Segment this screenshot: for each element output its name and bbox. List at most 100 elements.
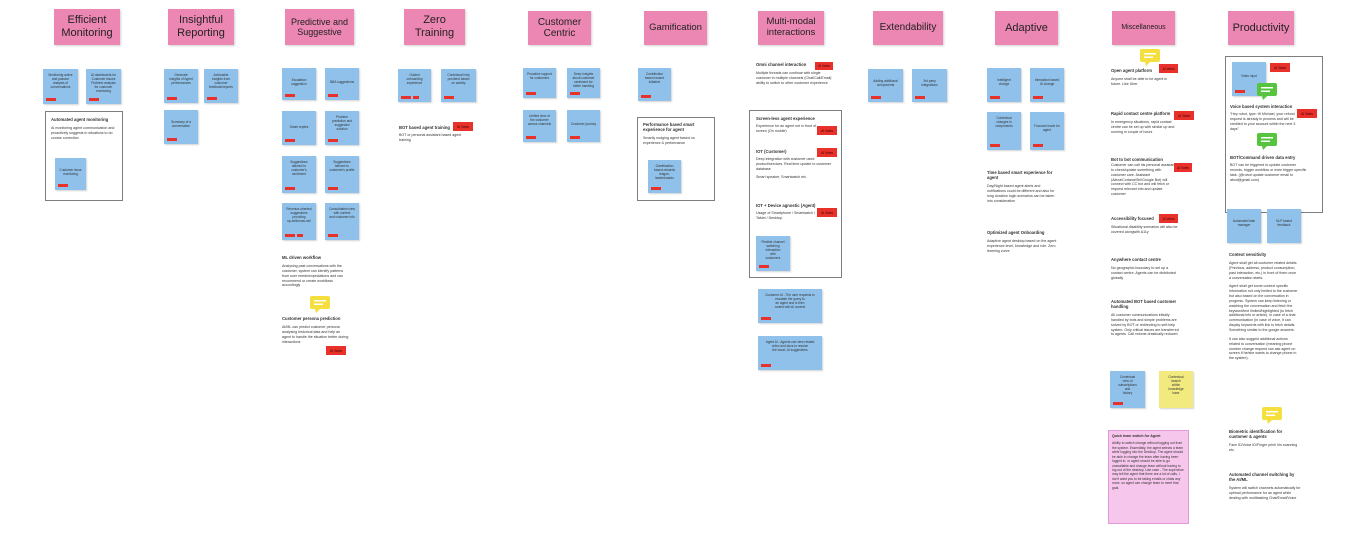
highlighted-note[interactable]: Quick team switch for Agent Ability to s… — [1108, 430, 1189, 524]
vote-badge[interactable]: AI Votes — [817, 208, 837, 217]
sticky-note[interactable]: Deep insights about customer sentiment f… — [567, 68, 600, 98]
idea-frame[interactable]: Screen-less agent experience Experience … — [749, 110, 842, 278]
sticky-note[interactable]: Proactive support for customers — [523, 68, 556, 98]
sticky-note[interactable]: Agent AI - Agents can view related video… — [758, 336, 822, 370]
sticky-note[interactable]: 3rd party integrations — [912, 69, 947, 102]
note-title: Customer persona prediction — [282, 316, 341, 321]
vote-badge[interactable]: AI Votes — [453, 122, 473, 131]
sticky-text: Video input — [1241, 74, 1257, 78]
sticky-note[interactable]: AI dashboards for Customer issues Proble… — [86, 69, 121, 104]
sticky-note[interactable]: Actionable insights from customer feedba… — [204, 69, 238, 103]
note-body: Day/Night based agent alerts and notific… — [987, 184, 1055, 203]
note-title: Omni channel interaction — [756, 62, 807, 67]
sticky-note[interactable]: Generate insights of Agent performances — [164, 69, 198, 103]
sticky-note[interactable]: Contribution based reward initiative — [638, 68, 671, 101]
sticky-note[interactable]: Unified view of the customer across chan… — [523, 110, 556, 142]
idea-frame[interactable]: Performance based smart experience for a… — [637, 117, 715, 201]
sticky-text: Revenue-oriented suggestions providing u… — [286, 207, 312, 223]
sticky-text: Gamification based rewards league, leade… — [654, 164, 675, 180]
header-customer-centric[interactable]: Customer Centric — [528, 11, 591, 45]
sticky-note[interactable]: Adding additional components — [868, 69, 903, 102]
sticky-note[interactable]: Interaction based UI change — [1030, 68, 1064, 102]
sticky-text: Unified view of the customer across chan… — [527, 114, 552, 126]
vote-badge[interactable]: AI Votes — [326, 346, 346, 355]
header-label: Miscellaneous — [1121, 23, 1166, 31]
comment-icon[interactable] — [1139, 48, 1161, 66]
sticky-note[interactable]: Automated task manager — [1227, 209, 1261, 243]
sticky-note[interactable]: Problem prediction and suggested solutio… — [325, 111, 359, 145]
note-text: Automated BOT based customer handling Al… — [1111, 299, 1181, 337]
sticky-note[interactable]: NLP based feedback — [1267, 209, 1301, 243]
vote-badge[interactable]: AI Votes — [817, 126, 837, 135]
sticky-note[interactable]: Contextual search within knowledge base — [1159, 371, 1193, 408]
sticky-note[interactable]: Escalation suggestion — [282, 68, 316, 100]
sticky-note[interactable]: Focused mode for agent — [1030, 112, 1064, 150]
sticky-note[interactable]: Contextual help provided based on activi… — [441, 69, 476, 102]
note-body: AI/ML can predict customer persona analy… — [282, 325, 349, 344]
vote-badge[interactable]: AI Votes — [1174, 163, 1192, 172]
badge-label: AI Votes — [1178, 113, 1190, 118]
header-adaptive[interactable]: Adaptive — [995, 11, 1058, 45]
vote-badge[interactable]: AI Votes — [1159, 214, 1178, 223]
note-body: Ability to switch change without logging… — [1112, 441, 1184, 490]
sticky-note[interactable]: Revenue-oriented suggestions providing u… — [282, 203, 316, 240]
idea-frame[interactable]: Video input AI Votes Voice based system … — [1225, 56, 1323, 213]
sticky-note[interactable]: Smart replies — [282, 111, 316, 145]
sticky-note[interactable]: Suggestions tailored to customer's senti… — [282, 156, 316, 193]
sticky-note[interactable]: Customer AI - The user requests to escal… — [758, 289, 822, 323]
header-multimodal[interactable]: Multi-modal interactions — [758, 11, 824, 45]
sticky-note[interactable]: Guided onboarding experience — [398, 69, 431, 102]
note-body: Customer can call his personal assistant… — [1111, 163, 1176, 197]
sticky-note[interactable]: Contextual changes in components — [987, 112, 1021, 150]
note-title: ML driven workflow — [282, 255, 322, 260]
note-title: BOT/Command driven data entry — [1230, 155, 1296, 160]
header-predictive-suggestive[interactable]: Predictive and Suggestive — [285, 9, 354, 45]
note-text: Optimized agent Onboarding Adaptive agen… — [987, 230, 1057, 254]
note-text: Biometric identification for customer & … — [1229, 429, 1301, 453]
note-title: Bot to bot communication — [1111, 157, 1163, 162]
sticky-text: Proactive support for customers — [527, 72, 552, 80]
note-body: Experience for an agent not in front of … — [756, 124, 817, 133]
comment-icon[interactable] — [1261, 406, 1283, 424]
vote-badge[interactable]: AI Votes — [1270, 63, 1290, 72]
comment-icon[interactable] — [309, 295, 331, 313]
header-insightful-reporting[interactable]: Insightful Reporting — [168, 9, 234, 45]
sticky-note[interactable]: Monitoring active and passive analysis o… — [43, 69, 78, 104]
idea-frame[interactable]: Automated agent monitoring AI monitoring… — [45, 111, 123, 201]
sticky-note[interactable]: Gamification based rewards league, leade… — [648, 160, 681, 193]
sticky-note[interactable]: Customer issue monitoring — [55, 158, 86, 190]
vote-badge[interactable]: AI Votes — [817, 148, 837, 157]
note-text: Automated channel switching by the AI/ML… — [1229, 472, 1301, 501]
header-miscellaneous[interactable]: Miscellaneous — [1112, 11, 1175, 45]
badge-label: AI Votes — [1162, 66, 1175, 71]
sticky-text: AI dashboards for Customer issues Proble… — [90, 73, 117, 93]
header-gamification[interactable]: Gamification — [644, 11, 707, 45]
vote-badge[interactable]: AI Votes — [1159, 64, 1178, 73]
badge-label: AI Votes — [1274, 65, 1286, 70]
note-title: Quick team switch for Agent — [1112, 434, 1161, 438]
note-text: ML driven workflow Analysing past conver… — [282, 255, 350, 288]
header-extendability[interactable]: Extendability — [873, 11, 943, 45]
vote-badge[interactable]: AI Votes — [815, 62, 833, 70]
header-label: Multi-modal interactions — [766, 16, 816, 38]
sticky-text: Problem prediction and suggested solutio… — [331, 115, 353, 131]
sticky-text: Focused mode for agent — [1034, 124, 1060, 132]
header-zero-training[interactable]: Zero Training — [404, 9, 465, 45]
note-body: In emergency situations, rapid contact c… — [1111, 120, 1175, 134]
sticky-note[interactable]: Consolidated view with context and custo… — [325, 203, 359, 240]
note-title: Context sensitivity — [1229, 252, 1267, 257]
sticky-note[interactable]: Intelligent change — [987, 68, 1021, 102]
header-productivity[interactable]: Productivity — [1228, 11, 1294, 45]
comment-icon[interactable] — [1256, 132, 1278, 150]
sticky-note[interactable]: Suggestions tailored to customer's profi… — [325, 156, 359, 193]
sticky-note[interactable]: NBA suggestions — [325, 68, 359, 100]
note-body: System will switch channels automaticall… — [1229, 486, 1301, 500]
sticky-note[interactable]: Flexible channel switching interaction w… — [756, 236, 790, 271]
header-efficient-monitoring[interactable]: Efficient Monitoring — [54, 9, 120, 45]
comment-icon[interactable] — [1256, 82, 1278, 100]
sticky-note[interactable]: Customer journey — [567, 110, 600, 142]
vote-badge[interactable]: AI Votes — [1297, 109, 1317, 118]
sticky-note[interactable]: Summary of a conversation — [164, 110, 198, 144]
vote-badge[interactable]: AI Votes — [1174, 111, 1194, 120]
sticky-note[interactable]: Contextual view of subscriptions and his… — [1110, 371, 1145, 408]
